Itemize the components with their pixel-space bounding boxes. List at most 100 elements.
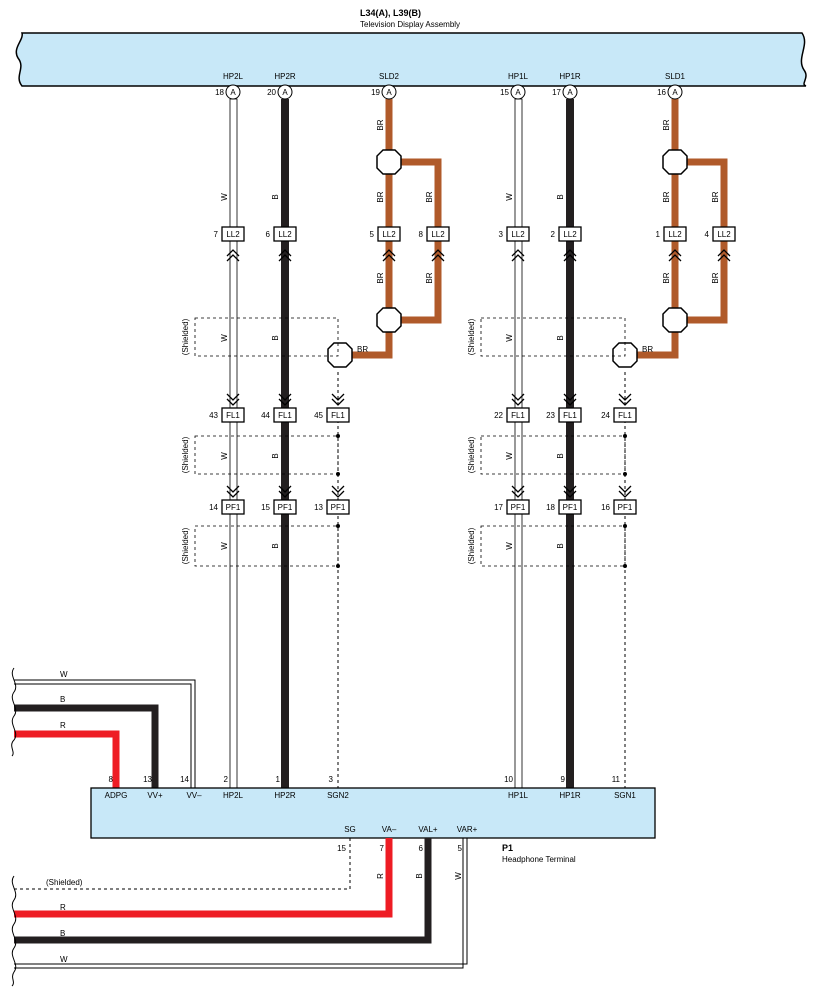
tv-pin-name-hp2l: HP2L	[223, 72, 244, 81]
wire-color-label: W	[505, 334, 514, 342]
connector-pin: 5	[370, 230, 375, 239]
connector-pin: 14	[209, 503, 218, 512]
connector-label: PF1	[278, 503, 293, 512]
wire-color-label: R	[376, 873, 385, 879]
connector-pin: 1	[656, 230, 661, 239]
tv-pin-name-sld2: SLD2	[379, 72, 400, 81]
connector-pin: 22	[494, 411, 503, 420]
connector-label: FL1	[226, 411, 240, 420]
wire-color-label: BR	[662, 272, 671, 283]
hp1r-black-wire	[566, 99, 574, 792]
connector-pin: 24	[601, 411, 610, 420]
tv-assembly-code: L34(A), L39(B)	[360, 8, 421, 18]
connector-pin: 15	[261, 503, 270, 512]
pin-number: 15	[337, 844, 346, 853]
wire-color-label: BR	[425, 191, 434, 202]
headphone-terminal-code: P1	[502, 843, 513, 853]
tv-pin-number-16: 16	[657, 88, 666, 97]
tv-pin-number-15: 15	[500, 88, 509, 97]
connector-label: FL1	[618, 411, 632, 420]
wire-color-label: B	[556, 453, 565, 458]
wire-color-label: W	[454, 872, 463, 880]
wire-color-label: W	[505, 452, 514, 460]
wire-color-label: BR	[642, 345, 653, 354]
connector-label: LL2	[511, 230, 525, 239]
shielded-label: (Shielded)	[181, 436, 190, 473]
pin-number: 9	[561, 775, 566, 784]
shielded-label: (Shielded)	[467, 318, 476, 355]
tv-pin-name-sld1: SLD1	[665, 72, 686, 81]
tv-pin-name-hp1l: HP1L	[508, 72, 529, 81]
pin-name: SGN2	[327, 791, 349, 800]
headphone-terminal-body	[90, 787, 656, 839]
pin-name: VAR+	[457, 825, 478, 834]
wire-color-label: BR	[376, 119, 385, 130]
pin-number: 14	[180, 775, 189, 784]
connector-pin: 45	[314, 411, 323, 420]
connector-pin: 18	[546, 503, 555, 512]
pin-number: 1	[276, 775, 281, 784]
pin-number: 5	[458, 844, 463, 853]
connector-label: PF1	[563, 503, 578, 512]
wire-color-label: R	[60, 903, 66, 912]
wire-color-label: B	[271, 335, 280, 340]
connector-pin: 4	[705, 230, 710, 239]
wire-color-label: W	[220, 542, 229, 550]
wire-color-label: BR	[662, 119, 671, 130]
connector-label: LL2	[717, 230, 731, 239]
tv-pin-name-hp1r: HP1R	[559, 72, 581, 81]
pin-name: VA–	[382, 825, 397, 834]
shielded-label: (Shielded)	[181, 318, 190, 355]
connector-label: FL1	[511, 411, 525, 420]
connector-label: FL1	[278, 411, 292, 420]
shielded-label: (Shielded)	[467, 436, 476, 473]
splice-points	[327, 149, 688, 368]
pin-name: ADPG	[105, 791, 128, 800]
shielded-label: (Shielded)	[467, 527, 476, 564]
pin-name: HP1L	[508, 791, 529, 800]
fl1-connectors: FL1 43 FL1 44 FL1 45 FL1 22 FL1 23 FL1 2…	[209, 407, 637, 423]
svg-text:A: A	[672, 88, 678, 97]
wire-color-labels: W B BR BR BR BR BR BR W B W B W B W B BR…	[220, 119, 720, 550]
connector-pin: 16	[601, 503, 610, 512]
hp2l-white-wire	[229, 98, 238, 793]
connector-label: LL2	[226, 230, 240, 239]
connector-label: PF1	[618, 503, 633, 512]
pin-number: 6	[419, 844, 424, 853]
connector-label: PF1	[226, 503, 241, 512]
shielded-label: (Shielded)	[46, 878, 83, 887]
p1-top-pins: 8 ADPG 13 VV+ 14 VV– 2 HP2L 1 HP2R 3 SGN…	[105, 775, 637, 800]
connector-chevrons	[226, 249, 731, 498]
shielded-label: (Shielded)	[181, 527, 190, 564]
bottom-output-wires	[11, 838, 468, 987]
tv-assembly-body	[15, 32, 807, 87]
svg-text:A: A	[515, 88, 521, 97]
wire-color-label: B	[60, 929, 65, 938]
wire-color-label: W	[220, 452, 229, 460]
drain-junction-dots	[336, 434, 627, 568]
connector-label: LL2	[668, 230, 682, 239]
hp1l-white-wire	[514, 98, 523, 793]
connector-label: FL1	[563, 411, 577, 420]
pin-number: 7	[380, 844, 385, 853]
pin-name: VV+	[147, 791, 163, 800]
connector-pin: 2	[551, 230, 556, 239]
wire-color-label: W	[60, 955, 68, 964]
wire-color-label: B	[271, 453, 280, 458]
connector-pin: 8	[419, 230, 424, 239]
connector-pin: 23	[546, 411, 555, 420]
tv-connector-pins: A A A A A A	[225, 84, 683, 100]
tv-assembly-name: Television Display Assembly	[360, 20, 460, 29]
pin-name: SGN1	[614, 791, 636, 800]
wire-color-label: BR	[357, 345, 368, 354]
svg-text:A: A	[230, 88, 236, 97]
pin-name: VV–	[186, 791, 202, 800]
wire-color-label: W	[505, 542, 514, 550]
connector-label: LL2	[563, 230, 577, 239]
pin-number: 2	[224, 775, 229, 784]
tv-pin-number-20: 20	[267, 88, 276, 97]
wire-color-label: BR	[376, 191, 385, 202]
connector-pin: 43	[209, 411, 218, 420]
wire-color-label: BR	[425, 272, 434, 283]
